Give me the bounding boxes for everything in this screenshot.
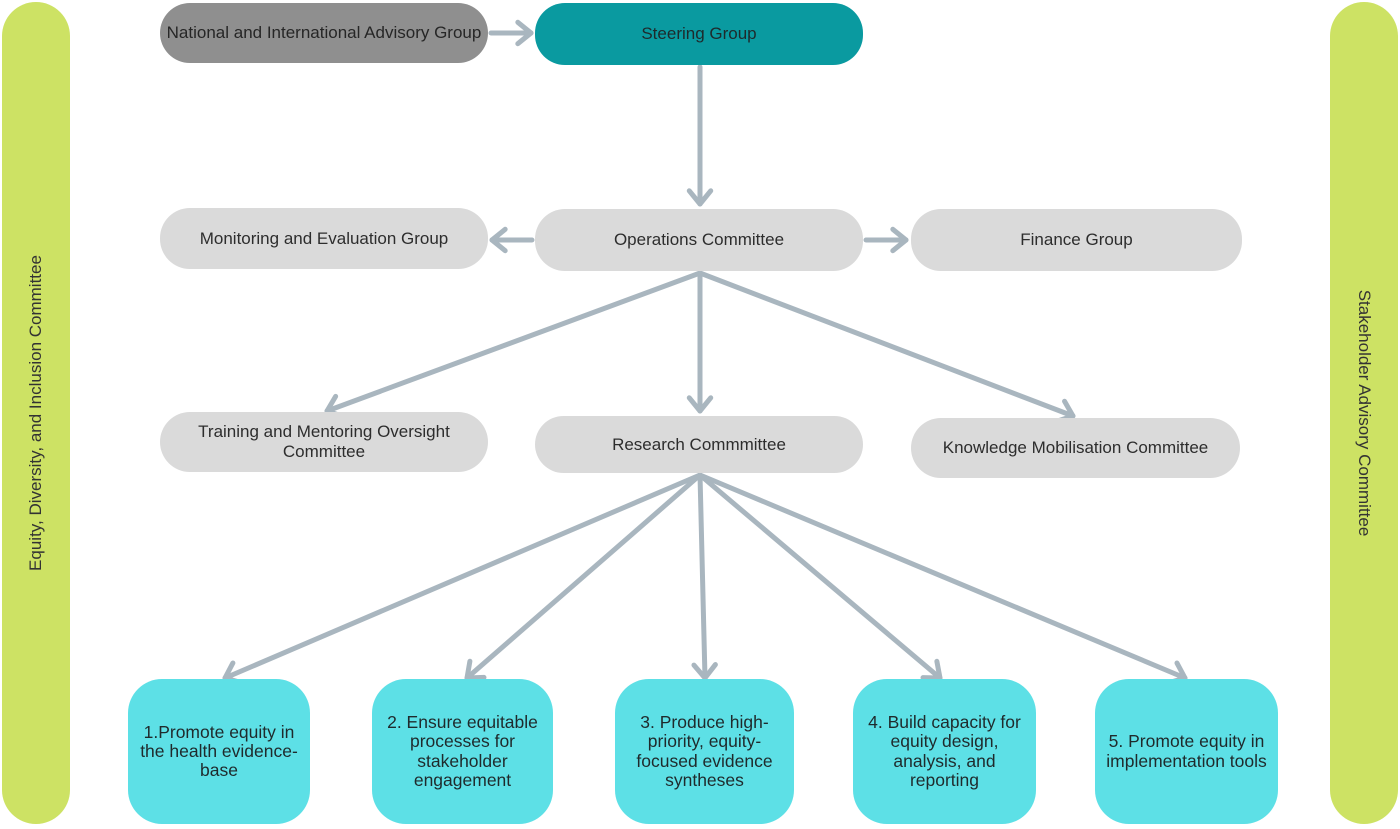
objective-1-node: 1.Promote equity in the health evidence-… (128, 679, 310, 824)
operations-to-training-arrow (324, 270, 703, 419)
edi-committee-sidebar: Equity, Diversity, and Inclusion Committ… (2, 2, 70, 824)
stakeholder-advisory-sidebar: Stakeholder Advisory Committee (1330, 2, 1398, 824)
research-to-objective-1-arrow (222, 472, 703, 686)
operations-to-monitoring-arrow (489, 226, 535, 254)
advisory-to-steering-arrow (488, 19, 534, 47)
objective-5-node: 5. Promote equity in implementation tool… (1095, 679, 1278, 824)
research-to-objective-2-arrow (464, 472, 703, 681)
operations-to-research-arrow (686, 270, 714, 414)
knowledge-mobilisation-node: Knowledge Mobilisation Committee (911, 418, 1240, 478)
research-to-objective-5-arrow (697, 472, 1188, 686)
research-to-objective-3-arrow (691, 472, 718, 681)
operations-to-finance-arrow (863, 226, 909, 254)
operations-to-knowledge-arrow (697, 270, 1076, 424)
objective-4-node: 4. Build capacity for equity design, ana… (853, 679, 1036, 824)
finance-group-node: Finance Group (911, 209, 1242, 271)
steering-group-node: Steering Group (535, 3, 863, 65)
research-committee-node: Research Commmittee (535, 416, 863, 473)
research-to-objective-4-arrow (697, 472, 943, 681)
objective-2-node: 2. Ensure equitable processes for stakeh… (372, 679, 553, 824)
monitoring-evaluation-node: Monitoring and Evaluation Group (160, 208, 488, 269)
objective-3-node: 3. Produce high-priority, equity-focused… (615, 679, 794, 824)
training-mentoring-node: Training and Mentoring Oversight Committ… (160, 412, 488, 472)
steering-to-operations-arrow (686, 64, 714, 207)
advisory-group-node: National and International Advisory Grou… (160, 3, 488, 63)
operations-committee-node: Operations Committee (535, 209, 863, 271)
